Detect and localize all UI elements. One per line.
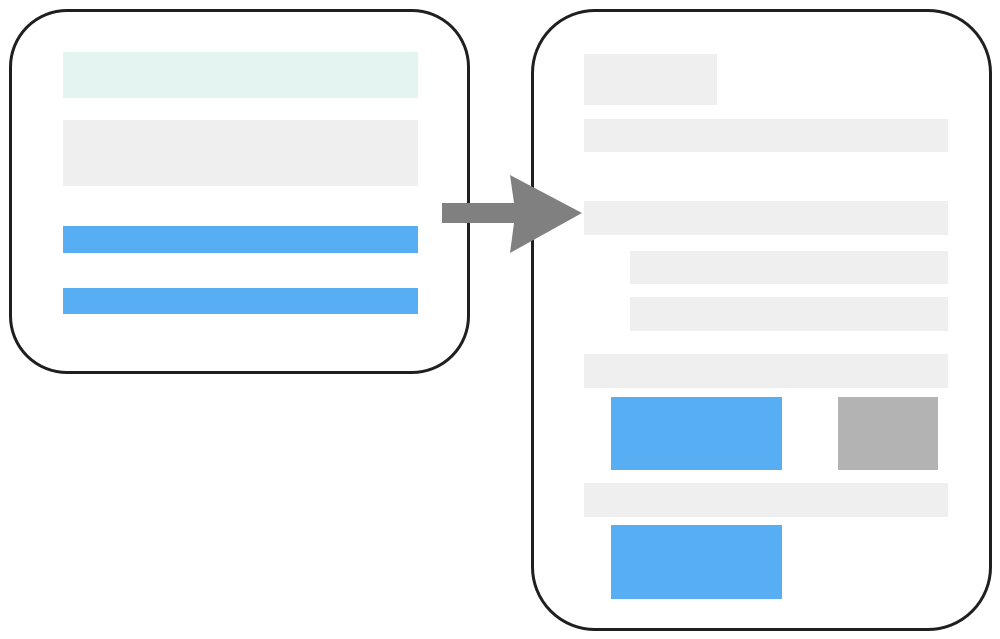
primary-button-placeholder-2 [611,525,782,599]
content-placeholder [63,120,418,186]
secondary-button-placeholder [838,397,938,470]
section-placeholder-3 [584,483,948,517]
title-placeholder [584,54,717,105]
indented-line-placeholder-1 [630,251,948,284]
text-line-placeholder [584,119,948,152]
indented-line-placeholder-2 [630,297,948,331]
blue-bar-1 [63,226,418,253]
section-placeholder-2 [584,354,948,388]
header-placeholder [63,52,418,98]
section-placeholder-1 [584,201,948,235]
target-panel [531,9,992,631]
primary-button-placeholder [611,397,782,470]
source-panel [9,9,470,374]
blue-bar-2 [63,288,418,314]
